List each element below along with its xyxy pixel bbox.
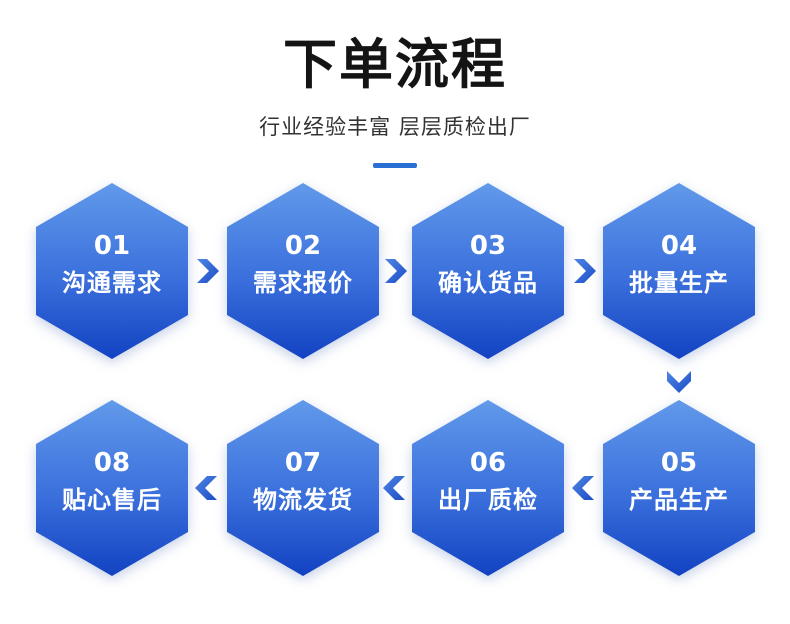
title-underline	[373, 163, 417, 168]
step-label: 需求报价	[253, 269, 353, 297]
step-number: 05	[660, 448, 698, 478]
step-05: 05 产品生产	[603, 400, 755, 576]
step-number: 02	[284, 231, 322, 261]
step-01: 01 沟通需求	[36, 183, 188, 359]
page-subtitle: 行业经验丰富 层层质检出厂	[259, 115, 531, 139]
step-number: 04	[660, 231, 698, 261]
page-title: 下单流程	[283, 33, 507, 96]
step-04: 04 批量生产	[603, 183, 755, 359]
step-label: 确认货品	[438, 269, 538, 297]
step-label: 沟通需求	[62, 269, 162, 297]
step-06: 06 出厂质检	[412, 400, 564, 576]
chevron-left-icon	[381, 474, 409, 502]
step-label: 批量生产	[629, 269, 729, 297]
chevron-left-icon	[193, 474, 221, 502]
chevron-down-icon	[665, 367, 693, 395]
step-label: 贴心售后	[62, 486, 162, 514]
step-number: 08	[93, 448, 131, 478]
chevron-left-icon	[570, 474, 598, 502]
chevron-right-icon	[193, 257, 221, 285]
step-number: 07	[284, 448, 322, 478]
step-02: 02 需求报价	[227, 183, 379, 359]
step-08: 08 贴心售后	[36, 400, 188, 576]
step-number: 01	[93, 231, 131, 261]
step-label: 物流发货	[253, 486, 353, 514]
step-label: 出厂质检	[438, 486, 538, 514]
step-label: 产品生产	[629, 486, 729, 514]
step-number: 03	[469, 231, 507, 261]
step-03: 03 确认货品	[412, 183, 564, 359]
chevron-right-icon	[570, 257, 598, 285]
chevron-right-icon	[381, 257, 409, 285]
step-number: 06	[469, 448, 507, 478]
step-07: 07 物流发货	[227, 400, 379, 576]
